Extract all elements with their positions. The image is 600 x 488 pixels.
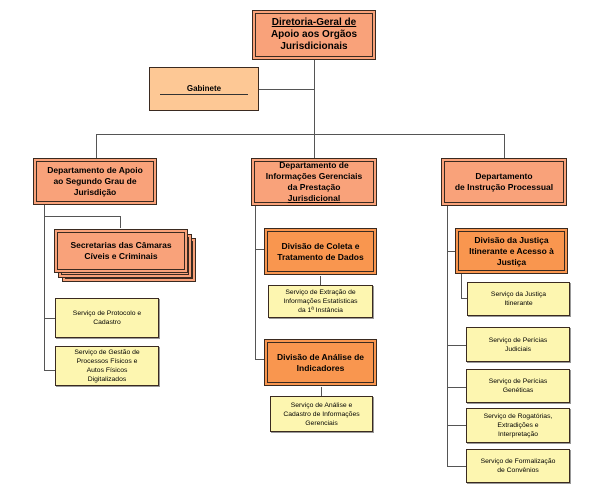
connector-root-down	[314, 60, 315, 134]
svc-rogatorias-line1: Serviço de Rogatórias,	[483, 413, 553, 420]
dept2-line4: Jurisdicional	[287, 193, 341, 203]
div-justica-itinerante: Divisão da Justiça Itinerante e Acesso à…	[455, 228, 568, 274]
svc-extracao-line3: da 1ª Instância	[298, 307, 343, 314]
connector-dept2	[314, 134, 315, 158]
root-title-line3: Jurisdicionais	[280, 41, 348, 52]
connector-div3-svc-h	[461, 298, 467, 299]
dept1-line1: Departamento de Apoio	[47, 165, 143, 175]
dept1-line2: ao Segundo Grau de	[53, 176, 137, 186]
svc-pericias-jud-line2: Judiciais	[504, 345, 532, 353]
svc-analise-cadastro: Serviço de Análise e Cadastro de Informa…	[270, 396, 373, 432]
svc-gestao-line3: Autos Físicos	[86, 367, 128, 374]
svc-gestao-line1: Serviço de Gestão de	[74, 349, 140, 356]
svc-protocolo-cadastro: Serviço de Protocolo e Cadastro	[55, 298, 159, 338]
root-title-line1: Diretoria-Geral de	[271, 17, 357, 28]
connector-dept1-svc2	[44, 370, 55, 371]
svc-rogatorias: Serviço de Rogatórias, Extradições e Int…	[466, 408, 570, 443]
div-itinerante-line3: Justiça	[496, 256, 527, 267]
dept3-line1: Departamento	[475, 171, 533, 181]
dept2-line3: da Prestação	[287, 182, 341, 192]
staff-gabinete: Gabinete	[149, 67, 259, 111]
svc-gestao-line2: Processos Físicos e	[76, 358, 138, 365]
connector-dept2-div2	[255, 359, 264, 360]
svc-rogatorias-line3: Interpretação	[497, 431, 539, 438]
root-title-line2: Apoio aos Orgãos	[270, 29, 358, 40]
svc-pericias-jud-line1: Serviço de Perícias	[488, 336, 548, 344]
secretarias-line2: Cíveis e Criminais	[84, 251, 158, 261]
connector-gabinete	[258, 89, 315, 90]
org-root-diretoria-geral: Diretoria-Geral de Apoio aos Orgãos Juri…	[252, 10, 376, 60]
div-analise-line2: Indicadores	[296, 362, 345, 373]
svc-protocolo-line2: Cadastro	[93, 319, 121, 326]
connector-div1-svc	[320, 276, 321, 285]
div-analise-line1: Divisão de Análise de	[276, 351, 365, 362]
connector-dept1-sec-v	[120, 216, 121, 228]
connector-dept3-svc1	[447, 345, 466, 346]
svc-itinerante-line1: Serviço da Justiça	[490, 291, 547, 298]
svc-analise-line3: Gerenciais	[305, 419, 338, 427]
connector-dept3-div	[447, 251, 455, 252]
svc-formalizacao-convenios: Serviço de Formalização de Convênios	[466, 449, 570, 483]
connector-dept3-svc4	[447, 466, 466, 467]
svc-extracao-line2: Informações Estatísticas	[283, 298, 358, 305]
div-analise-indicadores: Divisão de Análise de Indicadores	[264, 339, 377, 386]
connector-dept3-spine	[447, 206, 448, 466]
svc-pericias-geneticas: Serviço de Perícias Genéticas	[466, 369, 570, 403]
dept1-line3: Jurisdição	[73, 187, 117, 197]
dept2-line2: Informações Gerenciais	[265, 171, 363, 181]
svc-extracao-line1: Serviço de Extração de	[285, 289, 356, 296]
connector-horizontal-bus	[96, 134, 505, 135]
connector-dept3-svc3	[447, 425, 466, 426]
connector-dept2-spine	[255, 206, 256, 359]
dept-apoio-segundo-grau: Departamento de Apoio ao Segundo Grau de…	[33, 158, 157, 205]
svc-itinerante-line2: Itinerante	[504, 300, 533, 307]
connector-dept2-div1	[255, 249, 264, 250]
div-itinerante-line2: Itinerante e Acesso à	[469, 245, 554, 256]
connector-dept1-spine	[44, 205, 45, 370]
connector-dept3	[504, 134, 505, 158]
svc-pericias-gen-line2: Genéticas	[502, 387, 534, 394]
div-coleta-line2: Tratamento de Dados	[277, 251, 364, 262]
svc-rogatorias-line2: Extradições e	[497, 422, 539, 429]
dept2-line1: Departamento de	[279, 160, 349, 170]
div-coleta-tratamento: Divisão de Coleta e Tratamento de Dados	[264, 228, 377, 275]
svc-extracao-estatisticas: Serviço de Extração de Informações Estat…	[268, 285, 373, 318]
secretarias-line1: Secretarias das Câmaras	[70, 240, 172, 250]
svc-gestao-processos: Serviço de Gestão de Processos Físicos e…	[55, 346, 159, 386]
svc-analise-line1: Serviço de Análise e	[290, 401, 353, 409]
svc-convenios-line1: Serviço de Formalização	[480, 458, 556, 465]
svc-pericias-judiciais: Serviço de Perícias Judiciais	[466, 327, 570, 362]
svc-analise-line2: Cadastro de Informações	[283, 410, 360, 418]
svc-justica-itinerante: Serviço da Justiça Itinerante	[467, 282, 570, 316]
connector-dept1-sec-h	[44, 216, 121, 217]
dept-instrucao-processual: Departamento de Instrução Processual	[441, 158, 567, 206]
connector-dept1-svc1	[44, 318, 55, 319]
div-itinerante-line1: Divisão da Justiça	[474, 234, 549, 245]
svc-convenios-line2: de Convênios	[497, 467, 539, 474]
connector-div2-svc	[321, 387, 322, 396]
connector-div3-svc-v	[461, 273, 462, 299]
dept3-line2: de Instrução Processual	[454, 182, 554, 192]
connector-dept3-svc2	[447, 387, 466, 388]
connector-dept1	[96, 134, 97, 158]
dept-informacoes-gerenciais: Departamento de Informações Gerenciais d…	[251, 158, 377, 206]
gabinete-label: Gabinete	[160, 84, 248, 95]
div-coleta-line1: Divisão de Coleta e	[281, 240, 360, 251]
svc-gestao-line4: Digitalizados	[87, 376, 127, 383]
svc-protocolo-line1: Serviço de Protocolo e	[72, 310, 142, 317]
svc-pericias-gen-line1: Serviço de Perícias	[488, 378, 548, 385]
secretarias-camaras: Secretarias das Câmaras Cíveis e Crimina…	[54, 229, 188, 273]
